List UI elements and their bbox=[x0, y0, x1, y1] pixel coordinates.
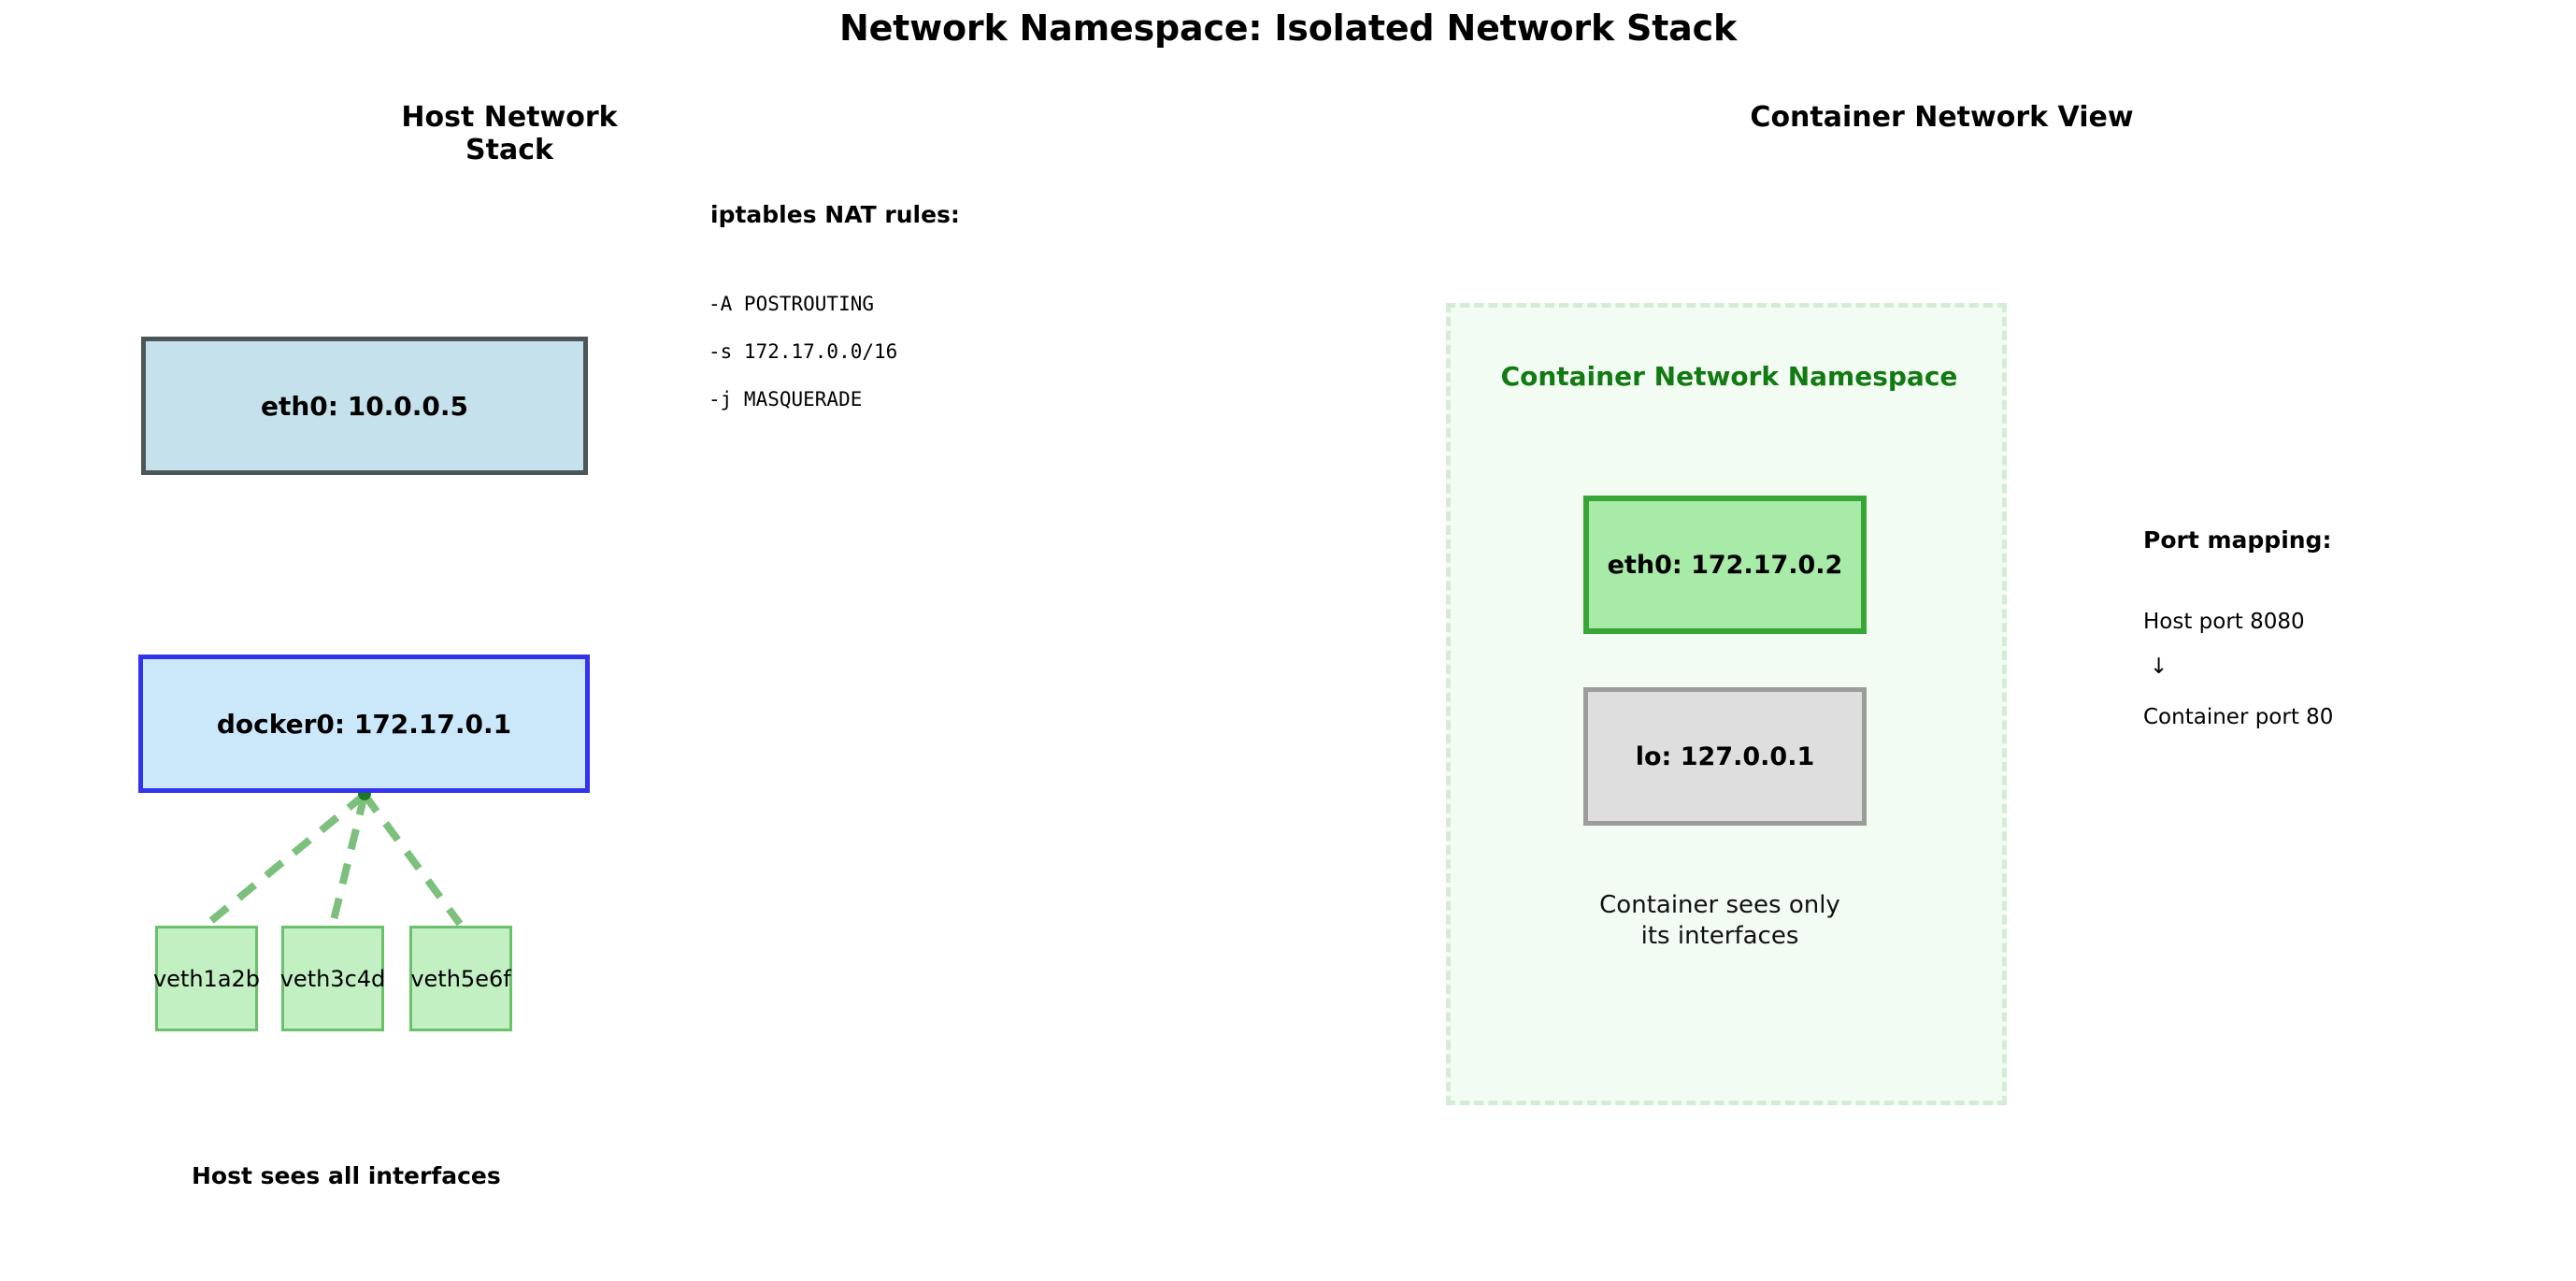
nat-rule-1: -s 172.17.0.0/16 bbox=[708, 340, 898, 363]
nat-rule-2: -j MASQUERADE bbox=[708, 388, 863, 410]
veth-label-0: veth1a2b bbox=[152, 965, 261, 992]
port-mapping-arrow-icon: ↓ bbox=[2150, 655, 2168, 679]
container-interface-eth0-label: eth0: 172.17.0.2 bbox=[1607, 550, 1843, 580]
container-interface-lo[interactable]: lo: 127.0.0.1 bbox=[1583, 687, 1867, 826]
container-interface-eth0[interactable]: eth0: 172.17.0.2 bbox=[1583, 496, 1867, 634]
page-title: Network Namespace: Isolated Network Stac… bbox=[838, 7, 1738, 49]
port-mapping-container-port: Container port 80 bbox=[2143, 705, 2334, 729]
veth-box-veth3c4d[interactable]: veth3c4d bbox=[279, 926, 386, 1031]
container-namespace-caption: Container sees only its interfaces bbox=[1533, 890, 1907, 953]
container-namespace-caption-line1: Container sees only bbox=[1599, 891, 1840, 919]
host-interface-docker0[interactable]: docker0: 172.17.0.1 bbox=[138, 655, 590, 793]
link-docker0-veth5e6f bbox=[361, 792, 464, 927]
host-column-heading: Host Network Stack bbox=[401, 101, 618, 166]
container-column-heading: Container Network View bbox=[1750, 101, 2134, 134]
nat-rule-0: -A POSTROUTING bbox=[708, 293, 875, 315]
nat-rules-heading: iptables NAT rules: bbox=[710, 201, 960, 228]
port-mapping-host-port: Host port 8080 bbox=[2143, 610, 2305, 634]
host-footnote: Host sees all interfaces bbox=[192, 1162, 501, 1189]
container-interface-lo-label: lo: 127.0.0.1 bbox=[1635, 741, 1815, 771]
veth-label-1: veth3c4d bbox=[279, 965, 386, 992]
host-interface-docker0-label: docker0: 172.17.0.1 bbox=[216, 708, 512, 740]
veth-box-veth5e6f[interactable]: veth5e6f bbox=[409, 926, 512, 1031]
host-interface-eth0[interactable]: eth0: 10.0.0.5 bbox=[141, 337, 588, 475]
host-interface-eth0-label: eth0: 10.0.0.5 bbox=[260, 390, 469, 422]
container-namespace-title: Container Network Namespace bbox=[1500, 361, 1958, 392]
veth-label-2: veth5e6f bbox=[410, 965, 511, 992]
link-docker0-veth3c4d bbox=[329, 794, 368, 925]
link-docker0-veth1a2b bbox=[205, 791, 367, 928]
veth-box-veth1a2b[interactable]: veth1a2b bbox=[152, 926, 261, 1031]
port-mapping-heading: Port mapping: bbox=[2143, 526, 2332, 554]
container-namespace-caption-line2: its interfaces bbox=[1640, 922, 1799, 951]
